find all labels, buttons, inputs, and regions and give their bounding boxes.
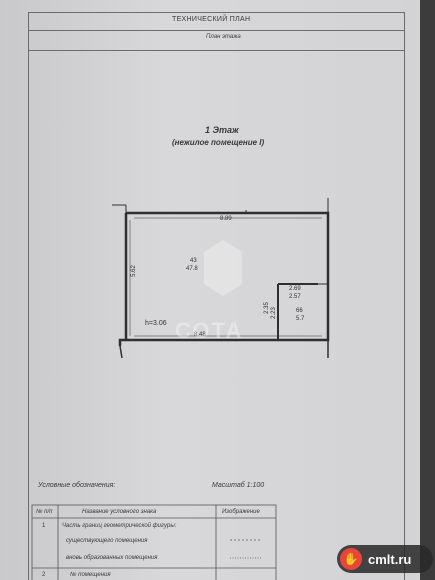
plan-dim-bottom: 8.48 — [194, 332, 206, 338]
legend-row-2-num: 2 — [42, 572, 46, 578]
legend-row-1-line2: существующего помещения — [66, 538, 148, 544]
document-title: ТЕХНИЧЕСКИЙ ПЛАН — [172, 16, 251, 23]
floor-title: 1 Этаж — [205, 125, 239, 135]
frame-header-line — [28, 30, 404, 31]
frame-top-line — [28, 12, 404, 13]
legend-header: Условные обозначения: — [38, 482, 116, 489]
plan-top-right-stub — [245, 198, 329, 213]
plan-height-label: h=3.06 — [145, 320, 167, 327]
legend-col-num: № п/п — [36, 509, 53, 515]
room-main-area: 47.8 — [186, 266, 198, 272]
legend-row-2-line1: № помещения — [70, 572, 111, 578]
plan-dim-step-top: 2.69 — [289, 286, 301, 292]
plan-top-stub — [112, 204, 127, 213]
scale-label: Масштаб 1:100 — [212, 482, 265, 489]
plan-dim-top: 8.89 — [220, 216, 232, 222]
legend-table-grid — [31, 504, 277, 580]
legend-row-1-num: 1 — [42, 523, 46, 529]
floor-subtitle: (нежилое помещение I) — [172, 138, 265, 147]
watermark-text: СОТА — [175, 318, 244, 343]
document-subtitle: План этажа — [206, 34, 241, 40]
room-small-number: 66 — [296, 308, 303, 314]
plan-dim-step-inner: 2.57 — [289, 294, 301, 300]
frame-right-line — [404, 12, 405, 580]
plan-bottom-wall — [119, 340, 329, 359]
legend-col-name: Название условного знака — [82, 509, 157, 515]
plan-partition — [277, 283, 318, 340]
legend-row-1-line1: Часть границ геометрической фигуры: — [62, 523, 177, 529]
document-page: ТЕХНИЧЕСКИЙ ПЛАН План этажа 1 Этаж (нежи… — [0, 0, 420, 580]
room-small-area: 5.7 — [296, 316, 305, 322]
hand-icon: ✋ — [340, 548, 362, 570]
floor-plan-drawing — [112, 198, 330, 359]
legend-col-image: Изображение — [222, 509, 260, 515]
site-badge[interactable]: ✋ cmlt.ru — [337, 545, 433, 573]
frame-subheader-line — [28, 50, 404, 51]
site-badge-text: cmlt.ru — [368, 551, 412, 567]
frame-left-line — [28, 12, 29, 580]
watermark-logo-icon — [204, 240, 242, 296]
legend-row-1-line3: вновь образованных помещения — [66, 555, 158, 561]
room-main-number: 43 — [190, 258, 197, 264]
